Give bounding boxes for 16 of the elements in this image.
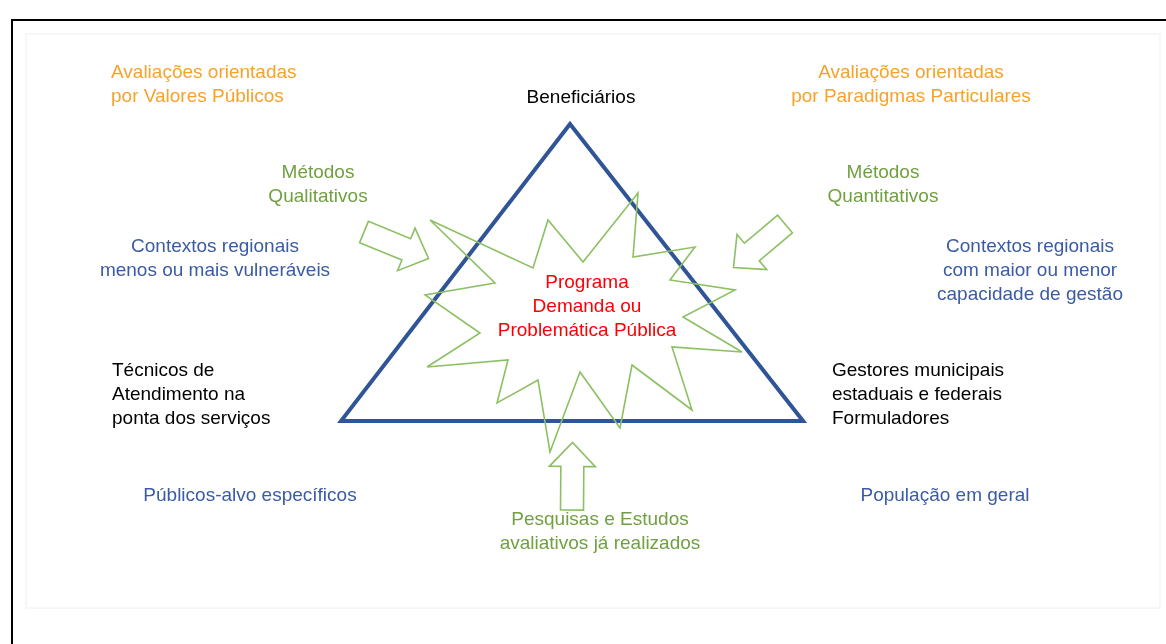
context-label: Contextos regionais com maior ou menor capacidade de gestão: [936, 234, 1124, 306]
category-label: Avaliações orientadas por Valores Públicos: [111, 60, 298, 108]
vertex-label: Técnicos de Atendimento na ponta dos serviços: [112, 358, 272, 430]
category-label: Avaliações orientadas por Paradigmas Particulares: [790, 60, 1032, 108]
context-label: Contextos regionais menos ou mais vulneráveis: [98, 234, 332, 282]
method-label: Métodos Qualitativos: [267, 160, 369, 208]
audience-label: População em geral: [859, 483, 1031, 507]
block-arrow: [732, 214, 794, 271]
method-label: Métodos Quantitativos: [826, 160, 940, 208]
audience-label: Públicos-alvo específicos: [142, 483, 358, 507]
method-label: Pesquisas e Estudos avaliativos já realizados: [498, 507, 702, 555]
block-arrow: [358, 220, 430, 273]
vertex-label: Beneficiários: [525, 85, 637, 109]
center-label: Programa Demanda ou Problemática Pública: [496, 270, 678, 342]
vertex-label: Gestores municipais estaduais e federais Formuladores: [832, 358, 1006, 430]
block-arrow: [547, 441, 598, 511]
